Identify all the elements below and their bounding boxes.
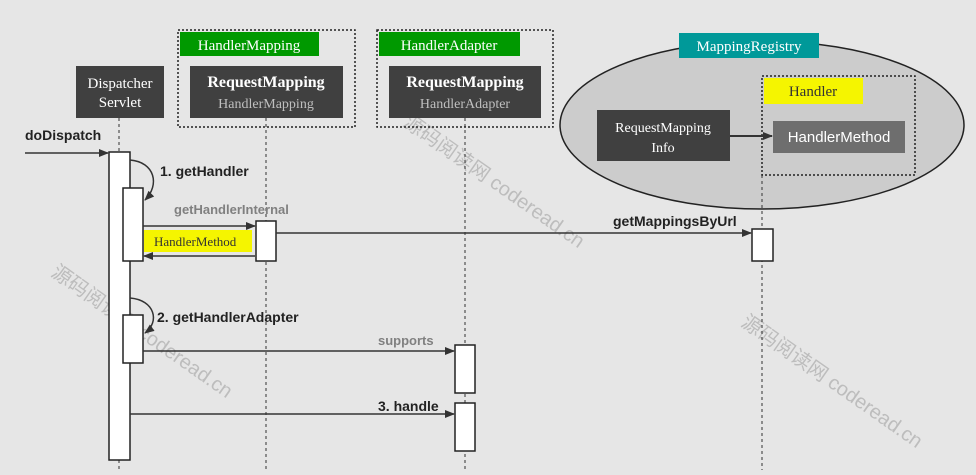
handler-tag-label: Handler [789, 84, 837, 100]
handler-method-box [773, 121, 905, 153]
activation-adapter-supports [454, 344, 476, 394]
handler-group [761, 75, 916, 176]
handler-adapter-tag [379, 32, 520, 56]
request-mapping-ha-subtitle: HandlerAdapter [420, 97, 511, 112]
handler-mapping-tag-label: HandlerMapping [198, 38, 301, 54]
dispatcher-servlet-line1: Dispatcher [88, 76, 153, 92]
request-mapping-info-line1: RequestMapping [615, 121, 711, 136]
handle-label: 3. handle [378, 398, 439, 414]
activation-handler-mapping [255, 220, 277, 262]
handler-adapter-tag-label: HandlerAdapter [401, 38, 498, 54]
request-mapping-info-line2: Info [651, 141, 674, 156]
get-handler-self-arrow [129, 159, 155, 201]
activation-adapter-handle [454, 402, 476, 452]
request-mapping-ha-title: RequestMapping [406, 74, 523, 91]
mapping-registry-tag-label: MappingRegistry [697, 39, 802, 55]
activation-mapping-registry [751, 228, 774, 262]
get-handler-label: 1. getHandler [160, 163, 249, 179]
request-mapping-info-box [597, 110, 730, 161]
dispatcher-servlet-box [76, 66, 164, 118]
supports-label: supports [378, 333, 434, 348]
get-handler-internal-label: getHandlerInternal [174, 202, 289, 217]
request-mapping-handler-adapter-box [389, 66, 541, 118]
handler-adapter-group [376, 29, 554, 128]
mapping-registry-tag [679, 33, 819, 58]
request-mapping-hm-subtitle: HandlerMapping [218, 97, 314, 112]
handler-method-label: HandlerMethod [788, 129, 891, 146]
activation-dispatcher-getadapter [122, 314, 144, 364]
do-dispatch-label: doDispatch [25, 127, 101, 143]
get-mappings-by-url-label: getMappingsByUrl [613, 213, 737, 229]
handler-mapping-tag [180, 32, 319, 56]
request-mapping-hm-title: RequestMapping [207, 74, 324, 91]
watermark-3: 源码阅读网 coderead.cn [737, 310, 927, 453]
handler-tag [764, 78, 863, 104]
get-handler-adapter-self-arrow [129, 297, 155, 334]
dispatcher-servlet-line2: Servlet [99, 95, 142, 111]
request-mapping-handler-mapping-box [190, 66, 343, 118]
activation-dispatcher-gethandler [122, 187, 144, 262]
handler-method-return-label: HandlerMethod [154, 234, 237, 249]
handler-mapping-group [177, 29, 356, 128]
handler-method-return-highlight [144, 230, 252, 252]
get-handler-adapter-label: 2. getHandlerAdapter [157, 309, 299, 325]
